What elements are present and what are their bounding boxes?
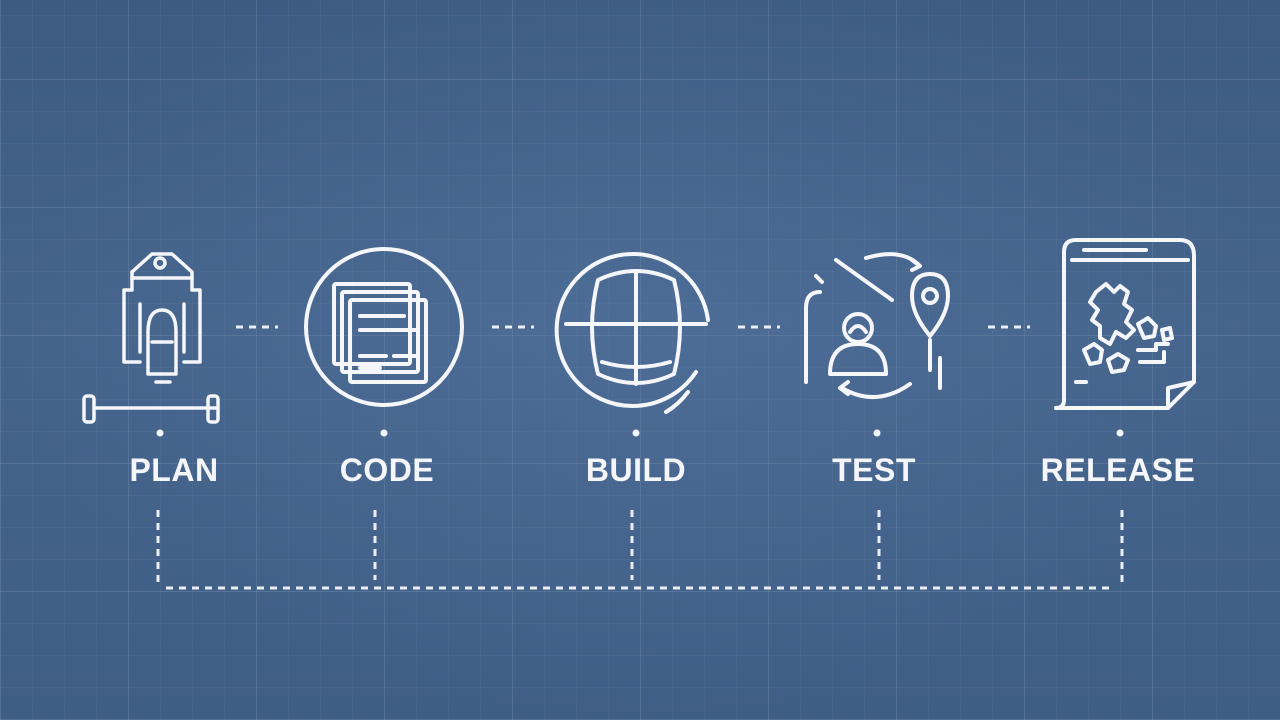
stage-label-plan: PLAN [129, 452, 219, 488]
anchor-dot-test [873, 429, 881, 437]
stage-plan [52, 232, 252, 432]
anchor-dot-code [380, 429, 388, 437]
stage-test [780, 232, 980, 432]
anchor-dot-release [1116, 429, 1124, 437]
stage-label-code: CODE [339, 452, 435, 488]
anchor-dot-build [632, 429, 640, 437]
anchor-dot-plan [156, 429, 164, 437]
code-documents-icon [304, 247, 464, 407]
user-location-test-icon [804, 252, 950, 400]
stage-build [536, 232, 736, 432]
globe-build-icon [554, 252, 710, 414]
blueprint-robot-icon [82, 252, 220, 424]
stage-code [284, 232, 484, 432]
stage-label-build: BUILD [585, 452, 687, 488]
stage-label-test: TEST [832, 452, 916, 488]
stage-label-release: RELEASE [1040, 452, 1196, 488]
stage-release [1020, 232, 1220, 432]
release-document-icon [1054, 238, 1196, 410]
